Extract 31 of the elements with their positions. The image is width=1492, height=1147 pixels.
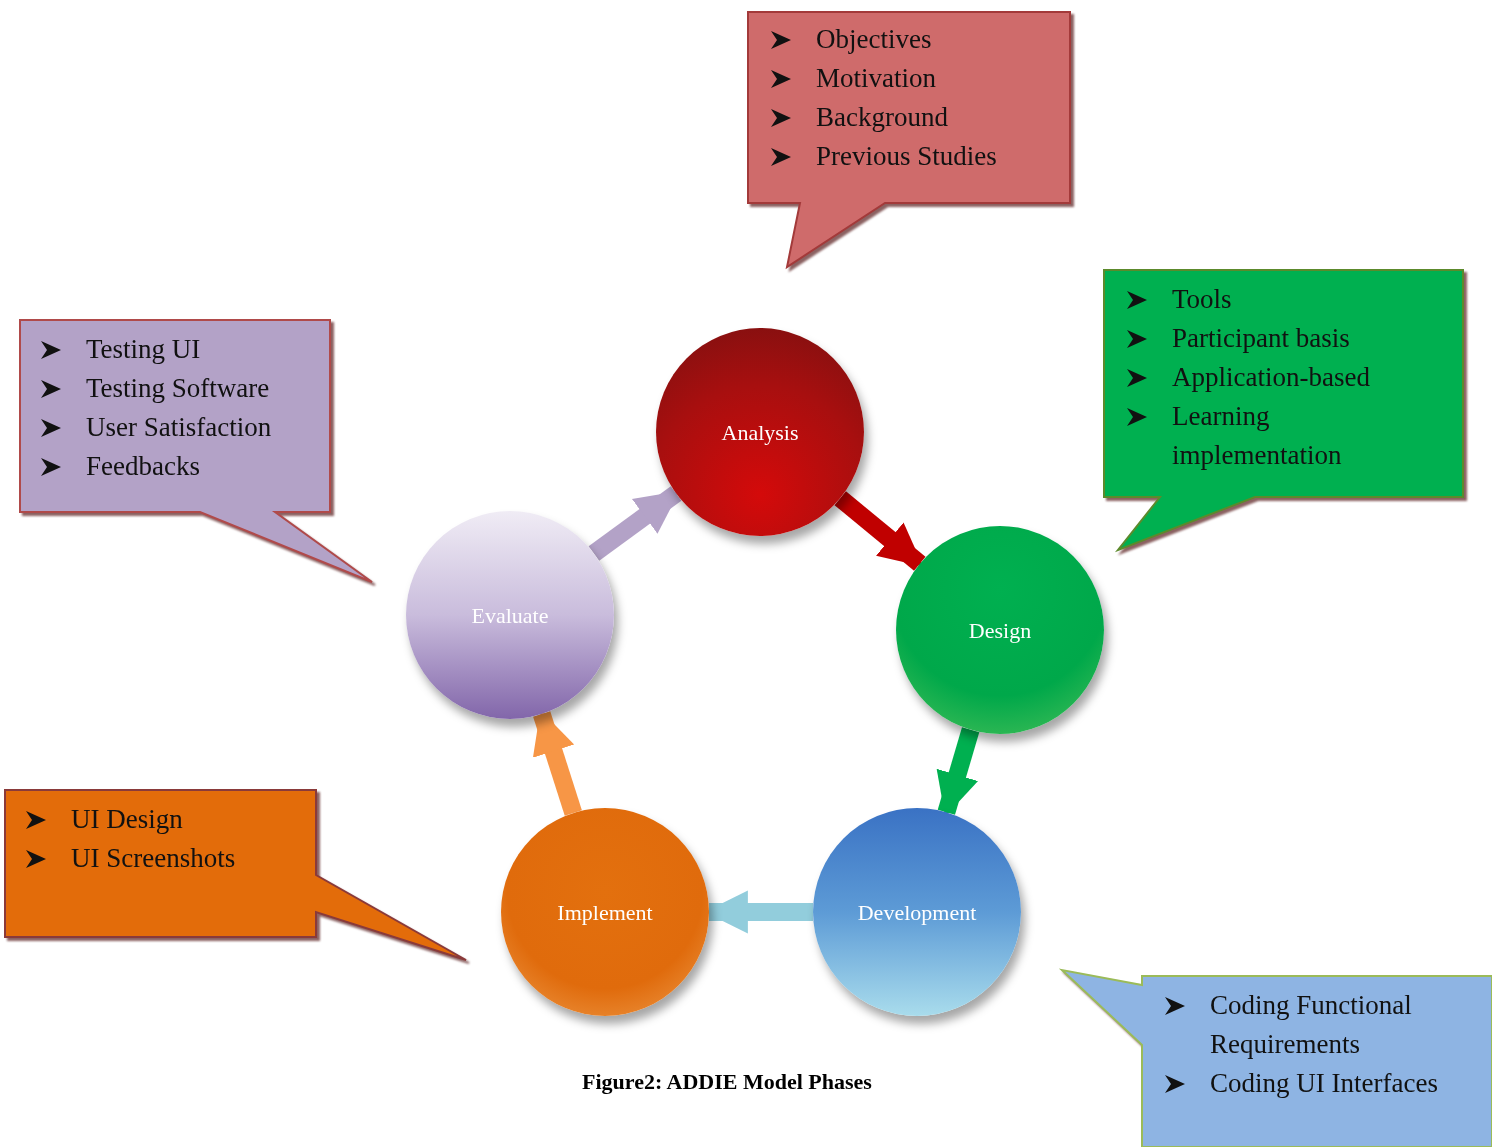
- callout-box: [1104, 270, 1463, 550]
- figure-caption: Figure2: ADDIE Model Phases: [581, 1068, 873, 1096]
- phase-label: Evaluate: [471, 601, 549, 630]
- block-arrow: [936, 727, 980, 817]
- phase-label: Analysis: [721, 418, 799, 447]
- list-item-text: Application-based: [1172, 361, 1370, 394]
- list-item-text: Motivation: [816, 62, 936, 95]
- list-item-text: UI Screenshots: [71, 842, 236, 875]
- callout-box: [748, 12, 1070, 267]
- block-arrow: [588, 486, 682, 561]
- list-item-text: Objectives: [816, 23, 932, 56]
- list-item-text: Feedbacks: [86, 450, 200, 483]
- phase-label: Design: [968, 616, 1032, 645]
- list-item-text: Testing Software: [86, 372, 270, 405]
- phase-label: Implement: [557, 898, 653, 927]
- list-item-text: Learning implementation: [1172, 400, 1343, 472]
- list-item-text: UI Design: [71, 803, 183, 836]
- list-item-text: Coding UI Interfaces: [1210, 1067, 1438, 1100]
- block-arrow: [834, 491, 926, 571]
- block-arrow: [532, 709, 582, 816]
- list-item-text: Previous Studies: [816, 140, 997, 173]
- phase-label: Development: [857, 898, 977, 927]
- list-item-text: Testing UI: [86, 333, 201, 366]
- list-item-text: Background: [816, 101, 948, 134]
- callout-box: [5, 790, 466, 960]
- callout-box: [1062, 970, 1492, 1147]
- list-item-text: Coding Functional Requirements: [1210, 989, 1413, 1061]
- list-item-text: Tools: [1172, 283, 1232, 316]
- callout-box: [20, 320, 372, 582]
- list-item-text: User Satisfaction: [86, 411, 272, 444]
- list-item-text: Participant basis: [1172, 322, 1350, 355]
